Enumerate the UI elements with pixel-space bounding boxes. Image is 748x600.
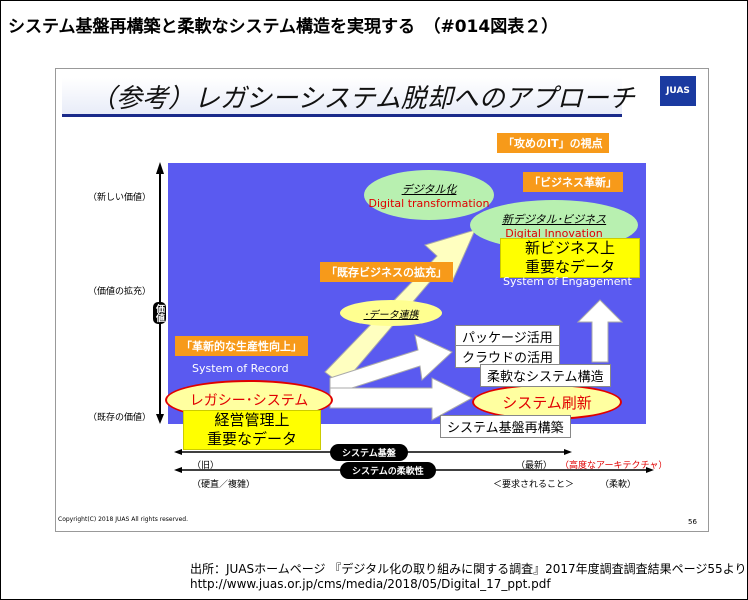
legacy-text: レガシー･システム <box>189 393 309 409</box>
cloud-box: クラウドの活用 <box>455 345 561 368</box>
axis2-mid: ＜要求されること＞ <box>493 480 575 490</box>
business-innovation-label: 「ビジネス革新」 <box>523 172 623 192</box>
axis1-arrowhead-right <box>564 449 572 455</box>
axis2-right: （柔軟） <box>600 480 637 490</box>
axis1-note: （高度なアーキテクチャ） <box>560 461 668 471</box>
axis1-left: （旧） <box>192 461 220 471</box>
page-title: システム基盤再構築と柔軟なシステム構造を実現する （#014図表２） <box>8 17 559 37</box>
mgmt-data-line1: 経営管理上 <box>214 411 290 429</box>
di-title: 新デジタル･ビジネス <box>501 212 607 226</box>
data-link-ellipse: ･データ連携 <box>340 300 442 326</box>
y-new-label: （新しい価値） <box>88 193 152 203</box>
soe-label: System of Engagement <box>503 275 632 288</box>
flexible-box: 柔軟なシステム構造 <box>480 364 611 387</box>
di-en: Digital Innovation <box>505 226 603 240</box>
axis2-arrowhead-left <box>174 467 182 473</box>
dx-en: Digital transformation <box>368 196 490 210</box>
renewal-ellipse: システム刷新 <box>472 384 622 420</box>
axis1-right: （最新） <box>516 461 553 471</box>
dx-ellipse: デジタル化 Digital transformation <box>364 170 494 220</box>
page-number: 56 <box>688 518 697 526</box>
new-data-line2: 重要なデータ <box>524 258 615 276</box>
axis2-arrowhead-right <box>646 467 654 473</box>
copyright: Copyright(C) 2018 JUAS All rights reserv… <box>58 516 188 523</box>
renewal-text: システム刷新 <box>502 393 592 412</box>
rebuild-arrow <box>329 377 474 421</box>
axis2-left: （硬直／複雑） <box>192 480 256 490</box>
axis2-label: システムの柔軟性 <box>340 462 436 479</box>
y-expand-label: （価値の拡充） <box>88 287 152 297</box>
dx-title: デジタル化 <box>401 182 457 196</box>
new-data-line1: 新ビジネス上 <box>524 239 615 257</box>
slide-title: （参考）レガシーシステム脱却へのアプローチ <box>90 84 635 114</box>
source-url[interactable]: http://www.juas.or.jp/cms/media/2018/05/… <box>190 577 551 591</box>
productivity-label: 「革新的な生産性向上」 <box>175 336 308 356</box>
source-caption: 出所：JUASホームページ 『デジタル化の取り組みに関する調査』2017年度調査… <box>190 562 747 576</box>
axis1-label: システム基盤 <box>330 444 408 461</box>
title-band <box>62 78 622 117</box>
y-axis-label: 価値 <box>153 302 166 324</box>
y-axis-arrowhead-bottom <box>156 414 164 424</box>
expand-existing-label: 「既存ビジネスの拡充」 <box>320 262 453 282</box>
y-existing-label: （既存の価値） <box>88 413 152 423</box>
mgmt-data: 経営管理上 重要なデータ <box>183 410 321 450</box>
mgmt-data-line2: 重要なデータ <box>206 430 297 448</box>
y-axis-arrowhead-top <box>156 162 164 174</box>
sor-label: System of Record <box>192 362 289 375</box>
data-link-text: ･データ連携 <box>363 309 419 321</box>
axis1-arrowhead-left <box>174 449 182 455</box>
up-arrow <box>576 299 624 363</box>
juas-logo: JUAS <box>660 76 696 106</box>
attack-it-label: 「攻めのIT」の視点 <box>497 133 609 153</box>
package-box: パッケージ活用 <box>455 325 560 348</box>
rebuild-box: システム基盤再構築 <box>440 415 571 438</box>
new-business-data: 新ビジネス上 重要なデータ <box>500 238 640 278</box>
